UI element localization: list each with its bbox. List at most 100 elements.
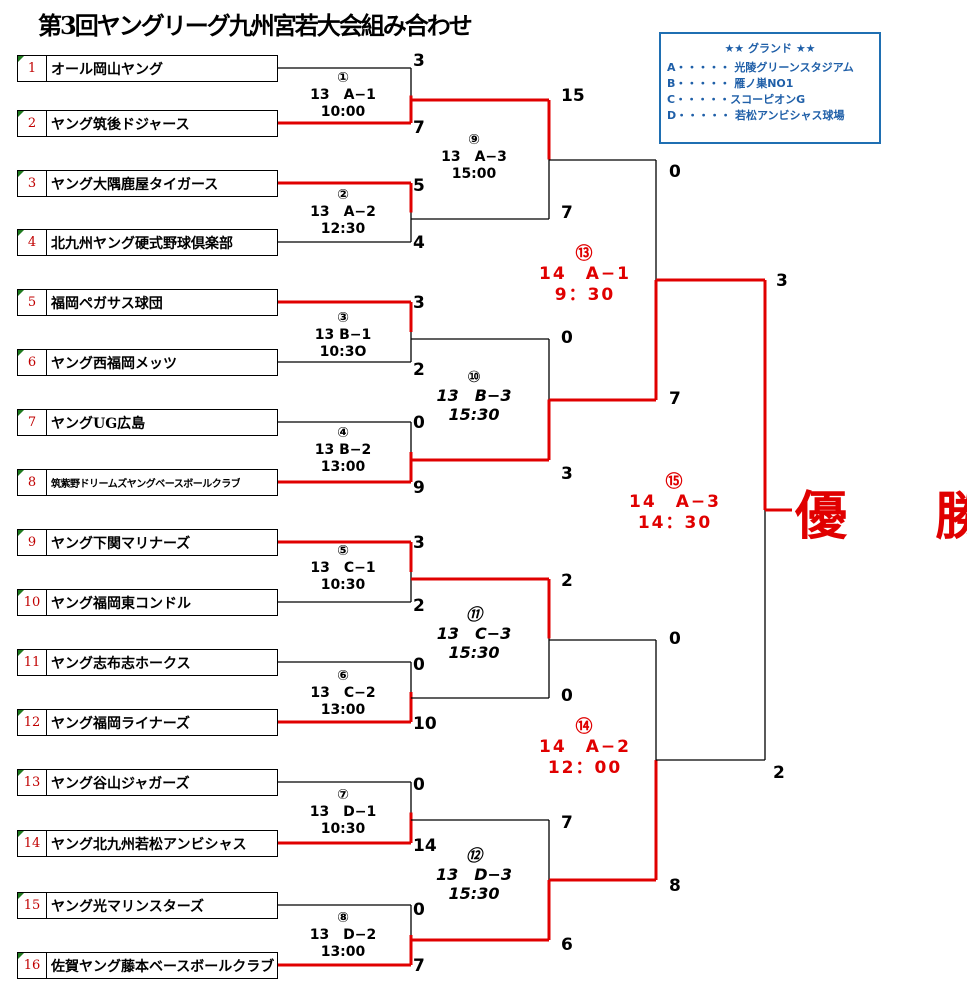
team-seed: 16 [18, 953, 47, 978]
match-info: 13 D−3 [435, 865, 513, 885]
score: 6 [561, 935, 573, 955]
match-no: ④ [337, 425, 349, 441]
legend-item-c: C・・・・・スコーピオンG [667, 93, 806, 106]
match-info: 13 C−2 [310, 684, 376, 701]
score: 15 [561, 86, 585, 106]
match-time: 10:30 [320, 820, 366, 837]
team-name: 北九州ヤング硬式野球倶楽部 [51, 235, 233, 252]
score: 0 [413, 775, 425, 795]
team-seed: 5 [18, 290, 47, 315]
team-seed: 2 [18, 111, 47, 136]
team-seed: 15 [18, 893, 47, 918]
score: 2 [561, 571, 573, 591]
match-time: 13:00 [320, 943, 366, 960]
match-time: 12：00 [547, 757, 623, 778]
legend-item-b: B・・・・・ 雁ノ巣NO1 [667, 77, 794, 90]
match-time: 10:00 [320, 103, 366, 120]
match-info: 13 A−3 [441, 148, 507, 165]
legend-item-a: A・・・・・ 光陵グリーンスタジアム [667, 61, 854, 74]
match-no: ⑬ [575, 244, 595, 264]
team-name: ヤング筑後ドジャース [51, 116, 190, 133]
match-no: ⑧ [337, 910, 349, 926]
team-name: 福岡ペガサス球団 [51, 295, 163, 312]
match-time: 15:00 [451, 165, 497, 182]
match-time: 15:30 [448, 884, 500, 904]
match-no: ⑥ [337, 668, 349, 684]
team-name: ヤング大隅鹿屋タイガース [51, 176, 219, 193]
match-no: ⑤ [337, 543, 349, 559]
match-time: 14：30 [637, 512, 713, 533]
team-seed: 9 [18, 530, 47, 555]
team-name: オール岡山ヤング [51, 61, 163, 78]
team-seed: 6 [18, 350, 47, 375]
score: 7 [413, 118, 425, 138]
match-info: 13 B−2 [314, 441, 372, 458]
score: 14 [413, 836, 437, 856]
match-info: 13 A−1 [310, 86, 376, 103]
match-no: ⑪ [465, 605, 482, 624]
team-seed: 11 [18, 650, 47, 675]
page-title: 第3回ヤングリーグ九州宮若大会組み合わせ [38, 11, 473, 40]
score: 3 [413, 293, 425, 313]
match-time: 9：30 [554, 284, 616, 305]
legend-header: ★★ グランド ★★ [724, 42, 816, 55]
match-time: 13:00 [320, 701, 366, 718]
team-name: ヤング下関マリナーズ [51, 535, 191, 552]
team-name: 筑紫野ドリームズヤングベースボールクラブ [51, 479, 241, 490]
team-seed: 13 [18, 770, 47, 795]
match-time: 10:30 [320, 576, 366, 593]
match-info: 13 D−2 [309, 926, 377, 943]
score: 7 [561, 203, 573, 223]
ground-legend: ★★ グランド ★★ A・・・・・ 光陵グリーンスタジアム B・・・・・ 雁ノ巣… [659, 32, 881, 144]
score: 3 [561, 464, 573, 484]
team-name: ヤング谷山ジャガーズ [51, 775, 190, 792]
score: 2 [413, 596, 425, 616]
match-time: 15:30 [448, 643, 500, 663]
match-info: 13 C−3 [436, 624, 512, 644]
team-seed: 4 [18, 230, 47, 255]
team-name: ヤング北九州若松アンビシャス [51, 836, 247, 853]
score: 7 [413, 956, 425, 976]
team-seed: 14 [18, 831, 47, 856]
score: 10 [413, 714, 437, 734]
score: 0 [669, 162, 681, 182]
match-no: ⑭ [575, 717, 595, 737]
score: 3 [413, 533, 425, 553]
team-seed: 1 [18, 56, 47, 81]
team-name: ヤング光マリンスターズ [51, 898, 205, 915]
match-no: ③ [337, 310, 349, 326]
match-no: ① [337, 70, 349, 86]
match-info: 13 B−3 [436, 386, 512, 406]
score: 7 [561, 813, 573, 833]
match-no: ② [337, 187, 349, 203]
score: 0 [413, 413, 425, 433]
score: 2 [773, 763, 785, 783]
score: 2 [413, 360, 425, 380]
score: 3 [776, 271, 788, 291]
score: 0 [413, 655, 425, 675]
score: 7 [669, 389, 681, 409]
match-info: 13 B−1 [314, 326, 372, 343]
score: 4 [413, 233, 425, 253]
team-name: ヤング志布志ホークス [51, 655, 191, 672]
match-no: ⑩ [467, 367, 481, 386]
